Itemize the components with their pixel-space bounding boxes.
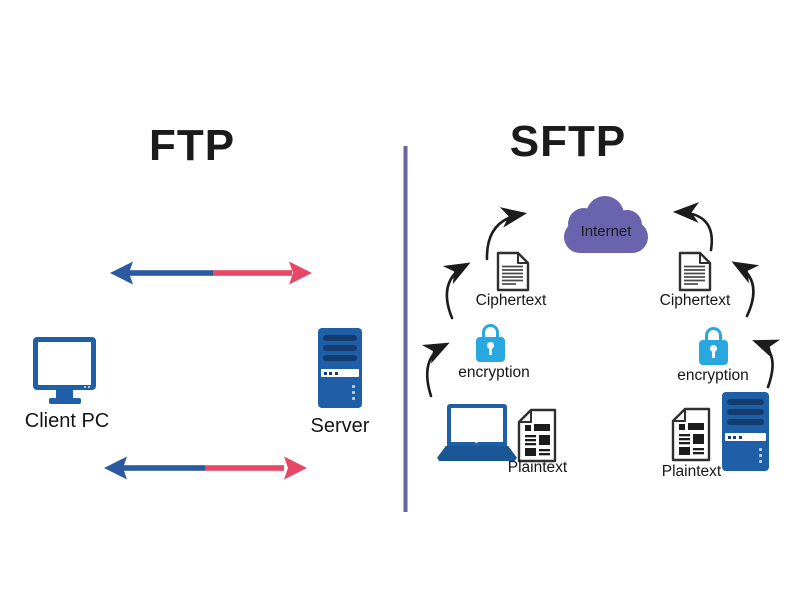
server-bay-mark: [324, 371, 327, 375]
server-port-dot: [352, 391, 355, 394]
plaintext-doc-icon-right: [671, 407, 711, 462]
server-drive-bay: [321, 369, 359, 377]
server-drive-slot: [323, 345, 357, 351]
server-bay-mark: [335, 371, 338, 375]
laptop-base: [437, 446, 517, 461]
ciphertext-doc-icon-left: [496, 251, 530, 292]
keyhole-stem: [712, 350, 715, 358]
plaintext-label-right: Plaintext: [661, 463, 722, 480]
server-drive-bay: [725, 433, 766, 441]
server-bay-mark: [733, 435, 736, 439]
laptop-screen: [447, 404, 507, 446]
encryption-label-right: encryption: [677, 367, 749, 384]
server-drive-slot: [727, 399, 764, 405]
monitor-indicator-dot: [84, 385, 86, 388]
ftp-server-icon: [318, 328, 362, 408]
ciphertext-label-right: Ciphertext: [659, 292, 731, 309]
encryption-lock-icon-right: [699, 327, 728, 365]
monitor-base: [49, 398, 81, 404]
server-bay-mark: [739, 435, 742, 439]
server-drive-slot: [323, 355, 357, 361]
ciphertext-label-left: Ciphertext: [475, 292, 547, 309]
internet-label: Internet: [581, 223, 633, 240]
encryption-lock-icon-left: [476, 324, 505, 362]
server-drive-slot: [323, 335, 357, 341]
server-port-dot: [759, 448, 762, 451]
client-laptop-icon: [437, 404, 517, 461]
server-bay-mark: [329, 371, 332, 375]
lock-body: [699, 340, 728, 365]
arrow-plaintext-to-encryption-left: [421, 342, 450, 398]
server-bay-mark: [728, 435, 731, 439]
plaintext-doc-icon-left: [517, 408, 557, 463]
ftp-bottom-arrowhead-left: [104, 456, 127, 480]
lock-shackle: [482, 324, 499, 340]
server-port-dot: [352, 385, 355, 388]
ftp-top-arrowhead-left: [110, 261, 133, 285]
ftp-top-arrow: [110, 261, 312, 285]
doc-text-lines: [684, 265, 705, 285]
laptop-dot: [475, 440, 478, 443]
arrow-plaintext-to-encryption-right: [752, 339, 781, 389]
keyhole-stem: [489, 347, 492, 355]
doc-content-blocks: [525, 424, 550, 456]
ciphertext-doc-icon-right: [678, 251, 712, 292]
arrow-encryption-to-ciphertext-left: [442, 262, 471, 320]
ftp-title: FTP: [148, 121, 236, 170]
monitor-stand: [56, 390, 73, 399]
doc-text-lines: [502, 265, 523, 285]
sftp-server-icon: [722, 392, 769, 471]
ftp-top-arrowhead-right: [289, 261, 312, 285]
ftp-bottom-arrow: [104, 456, 307, 480]
server-label: Server: [310, 415, 370, 437]
server-port-dot: [759, 454, 762, 457]
lock-body: [476, 337, 505, 362]
internet-cloud-icon: Internet: [564, 196, 648, 253]
client-pc-icon: [33, 337, 97, 405]
sftp-title: SFTP: [509, 117, 627, 166]
server-drive-slot: [727, 419, 764, 425]
arrow-ciphertext-to-internet-right: [672, 202, 714, 252]
keyhole: [487, 342, 494, 349]
encryption-label-left: encryption: [458, 364, 530, 381]
lock-shackle: [705, 327, 722, 343]
panel-divider: [403, 146, 408, 512]
monitor-indicator-dot: [88, 385, 90, 388]
doc-content-blocks: [679, 423, 704, 455]
monitor-screen: [33, 337, 96, 390]
client-pc-label: Client PC: [24, 410, 110, 432]
server-port-dot: [352, 397, 355, 400]
server-drive-slot: [727, 409, 764, 415]
plaintext-label-left: Plaintext: [507, 459, 568, 476]
server-port-dot: [759, 460, 762, 463]
ftp-bottom-arrowhead-right: [284, 456, 307, 480]
keyhole: [710, 345, 717, 352]
